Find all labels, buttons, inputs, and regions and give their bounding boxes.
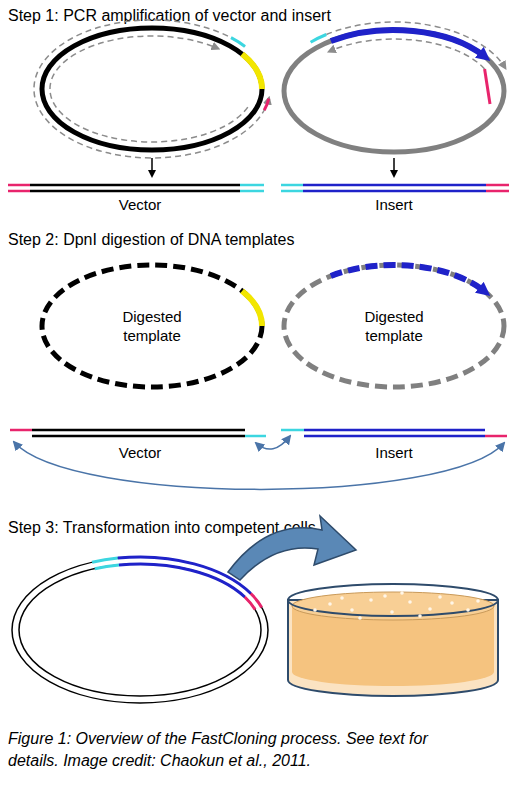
dna-strand (32, 435, 245, 438)
colony (450, 601, 454, 605)
annealing-arrow (14, 442, 504, 489)
colony (438, 595, 442, 599)
junction (251, 594, 262, 608)
product-label: Vector (80, 444, 200, 463)
dashed-plasmid (42, 265, 262, 387)
primer-tail (311, 35, 327, 43)
product-label: Insert (334, 196, 454, 215)
colony (418, 614, 422, 618)
vector-pcr-product (8, 185, 264, 191)
colony (400, 591, 404, 595)
template-outline (281, 262, 507, 390)
pcr-strand (34, 20, 269, 158)
recombinant-plasmid (12, 557, 268, 703)
step-heading: Step 2: DpnI digestion of DNA templates (8, 230, 508, 250)
replaced-region (242, 54, 262, 89)
dna-strand (30, 184, 240, 187)
pcr-strand (326, 22, 505, 67)
insert-pcr-product (281, 185, 509, 191)
dna-strand (303, 190, 486, 193)
overlap-end (240, 190, 264, 193)
vector-pcr-product (10, 430, 266, 436)
junction (95, 565, 119, 569)
insert-plasmid (284, 30, 504, 152)
colony (390, 610, 394, 614)
petri-dish-rim (288, 584, 498, 616)
annealing-arrow (256, 436, 290, 449)
primer-tail (264, 99, 269, 111)
overlap-end (281, 190, 303, 193)
vector-plasmid (42, 28, 262, 150)
overhang (245, 435, 266, 438)
step-heading: Step 1: PCR amplification of vector and … (8, 6, 508, 26)
down-arrow (393, 158, 395, 176)
down-arrow (151, 158, 153, 176)
dna-strand (303, 184, 486, 187)
recombinant-plasmid (19, 564, 261, 696)
colonies (313, 591, 480, 620)
step-heading: Step 3: Transformation into competent ce… (8, 518, 508, 538)
primer-tail (231, 38, 245, 47)
dashed-plasmid (284, 265, 504, 387)
dna-strand (304, 435, 485, 438)
dna-strand (32, 429, 245, 432)
insert-gene (331, 265, 484, 291)
overlap-end (486, 190, 509, 193)
pcr-strand (330, 39, 485, 69)
node-text: Digested template (351, 307, 437, 346)
colony (313, 608, 317, 612)
pcr-strand (50, 36, 248, 142)
dna-strand (30, 190, 240, 193)
product-label: Vector (80, 196, 200, 215)
colony (466, 608, 470, 612)
primer-tail (485, 69, 490, 104)
overlap-end (240, 184, 264, 187)
junction (92, 558, 118, 562)
insert-gene (118, 557, 251, 594)
overlap-end (8, 190, 30, 193)
digested-template: Digested template (39, 262, 265, 390)
junction (245, 597, 255, 610)
overlap-end (281, 184, 303, 187)
colony (369, 598, 373, 602)
overhang (10, 429, 32, 432)
overlap-end (8, 184, 30, 187)
insert-gene (331, 30, 484, 56)
product-label: Insert (334, 444, 454, 463)
colony (428, 607, 432, 611)
figure-caption: Figure 1: Overview of the FastCloning pr… (8, 728, 478, 772)
colony (350, 608, 354, 612)
replaced-region (242, 291, 262, 326)
overhang (485, 435, 507, 438)
dna-strand (304, 429, 485, 432)
colony (383, 594, 387, 598)
overlap-end (486, 184, 509, 187)
colony (408, 600, 412, 604)
digested-template: Digested template (281, 262, 507, 390)
colony (476, 599, 480, 603)
overhang (281, 429, 304, 432)
colony (358, 616, 362, 620)
insert-gene (119, 564, 245, 597)
insert-pcr-product (281, 430, 507, 436)
template-outline (39, 262, 265, 390)
node-text: Digested template (109, 307, 195, 346)
colony (340, 596, 344, 600)
colony (328, 602, 332, 606)
